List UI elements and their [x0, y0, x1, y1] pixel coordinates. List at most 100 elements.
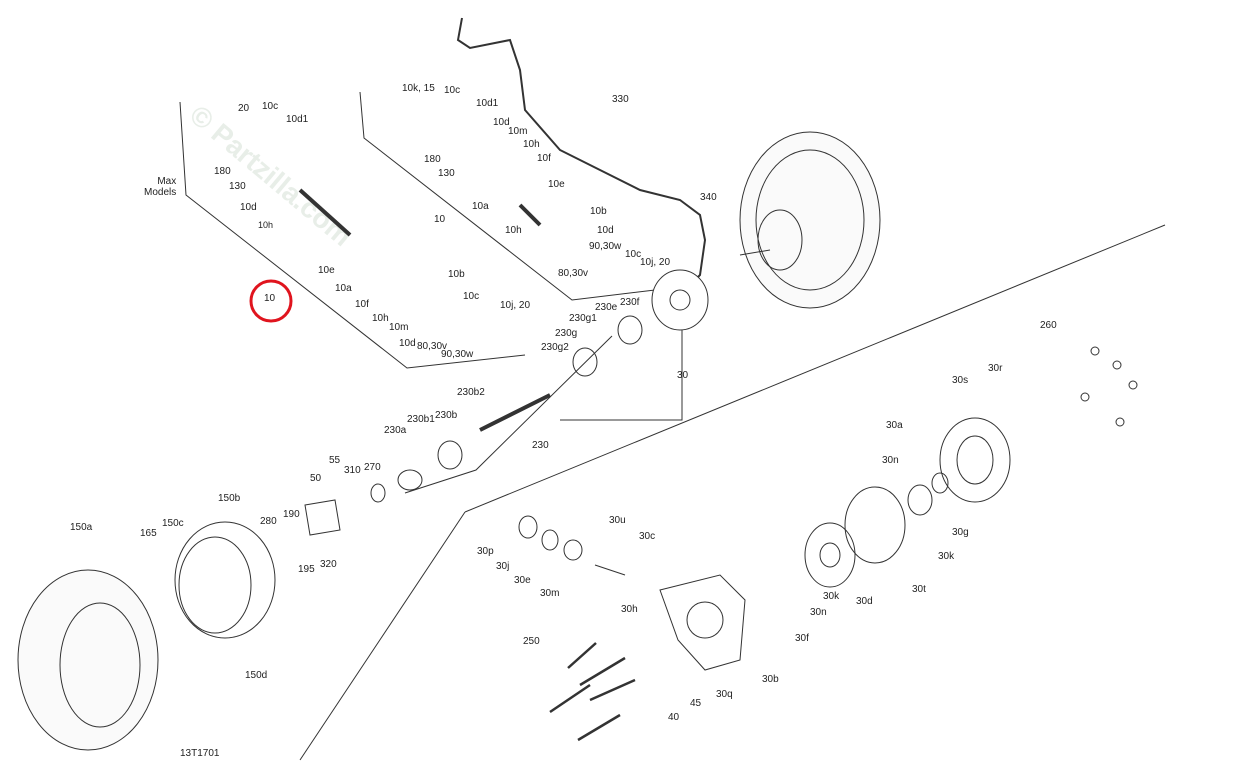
part-label[interactable]: 30 — [677, 370, 689, 381]
part-label[interactable]: 230g2 — [541, 342, 569, 353]
part-label[interactable]: 250 — [523, 636, 540, 647]
part-label[interactable]: 10c — [262, 101, 279, 112]
part-label[interactable]: 30b — [762, 674, 779, 685]
part-label[interactable]: 10e — [548, 179, 565, 190]
part-label[interactable]: 30f — [795, 633, 809, 644]
axle-boundary-line — [404, 335, 613, 494]
part-label[interactable]: 230f — [620, 297, 640, 308]
part-label[interactable]: 10d1 — [286, 114, 309, 125]
part-label[interactable]: 30c — [639, 531, 656, 542]
part-label[interactable]: 340 — [700, 192, 717, 203]
ring-gear-30d — [804, 522, 856, 588]
part-label[interactable]: 10f — [355, 299, 369, 310]
bearing-30e — [563, 539, 583, 561]
part-label[interactable]: 10d1 — [476, 98, 499, 109]
part-label[interactable]: 190 — [283, 509, 300, 520]
part-label[interactable]: 230b2 — [457, 387, 485, 398]
part-label[interactable]: 10c — [444, 85, 461, 96]
part-label[interactable]: 30s — [952, 375, 969, 386]
note-line: Max — [157, 176, 177, 187]
part-label[interactable]: 230g — [555, 328, 578, 339]
part-label[interactable]: 230b — [435, 410, 458, 421]
part-label[interactable]: 80,30v — [558, 268, 589, 279]
part-label[interactable]: 10m — [508, 126, 528, 137]
part-label[interactable]: 50 — [310, 473, 322, 484]
part-label[interactable]: 10d — [493, 117, 510, 128]
part-label[interactable]: 90,30w — [589, 241, 622, 252]
part-label[interactable]: 30e — [514, 575, 531, 586]
part-label[interactable]: 20 — [238, 103, 250, 114]
hub-50 — [304, 499, 341, 536]
part-label[interactable]: 30j — [496, 561, 510, 572]
part-label[interactable]: 10j, 20 — [500, 300, 531, 311]
part-label[interactable]: 30a — [886, 420, 903, 431]
part-label[interactable]: 10h — [505, 225, 522, 236]
part-label[interactable]: 10c — [463, 291, 480, 302]
part-label[interactable]: 40 — [668, 712, 680, 723]
part-label[interactable]: 30q — [716, 689, 733, 700]
part-label[interactable]: 230e — [595, 302, 618, 313]
highlighted-part-label[interactable]: 10 — [264, 293, 276, 304]
left-tire-150a — [17, 569, 159, 751]
part-label[interactable]: 10h — [372, 313, 389, 324]
part-label[interactable]: 55 — [329, 455, 341, 466]
part-label[interactable]: 90,30w — [441, 349, 474, 360]
part-label[interactable]: 165 — [140, 528, 157, 539]
part-label[interactable]: 230 — [532, 440, 549, 451]
part-label[interactable]: 10d — [399, 338, 416, 349]
part-label[interactable]: 10d — [240, 202, 257, 213]
part-label[interactable]: 150a — [70, 522, 93, 533]
part-label[interactable]: 30r — [988, 363, 1003, 374]
part-label[interactable]: 30d — [856, 596, 873, 607]
part-label[interactable]: 150c — [162, 518, 184, 529]
part-label[interactable]: 10h — [523, 139, 540, 150]
part-label[interactable]: 195 — [298, 564, 315, 575]
part-label[interactable]: 280 — [260, 516, 277, 527]
part-label[interactable]: 260 — [1040, 320, 1057, 331]
part-label[interactable]: 230g1 — [569, 313, 597, 324]
part-label[interactable]: 45 — [690, 698, 702, 709]
part-label[interactable]: 10d — [597, 225, 614, 236]
nuts-260 — [1080, 346, 1138, 427]
part-label[interactable]: 10e — [318, 265, 335, 276]
part-label[interactable]: 30h — [621, 604, 638, 615]
part-label[interactable]: 10b — [448, 269, 465, 280]
part-label[interactable]: 30n — [810, 607, 827, 618]
part-label[interactable]: 30k — [938, 551, 955, 562]
part-label[interactable]: 30t — [912, 584, 926, 595]
part-label[interactable]: 30m — [540, 588, 560, 599]
divider-line-2 — [464, 224, 1166, 513]
part-label[interactable]: 80,30v — [417, 341, 448, 352]
part-label[interactable]: 10c — [625, 249, 642, 260]
part-label[interactable]: 10a — [335, 283, 352, 294]
part-label[interactable]: 130 — [438, 168, 455, 179]
part-label[interactable]: 230b1 — [407, 414, 435, 425]
part-label[interactable]: 10h — [258, 220, 274, 230]
part-label[interactable]: 30g — [952, 527, 969, 538]
part-label[interactable]: 10k, 15 — [402, 83, 435, 94]
part-label[interactable]: 10b — [590, 206, 607, 217]
part-label[interactable]: 30k — [823, 591, 840, 602]
part-label[interactable]: 180 — [424, 154, 441, 165]
housing-30a — [939, 417, 1011, 503]
part-label[interactable]: 10 — [434, 214, 446, 225]
housing-30b — [659, 574, 746, 671]
part-label[interactable]: 130 — [229, 181, 246, 192]
part-label[interactable]: 30p — [477, 546, 494, 557]
part-label[interactable]: 30n — [882, 455, 899, 466]
part-label[interactable]: 10j, 20 — [640, 257, 671, 268]
part-label[interactable]: 180 — [214, 166, 231, 177]
part-label[interactable]: 30u — [609, 515, 626, 526]
part-label[interactable]: 150b — [218, 493, 241, 504]
part-label[interactable]: 310 — [344, 465, 361, 476]
part-label[interactable]: 270 — [364, 462, 381, 473]
part-label[interactable]: 10a — [472, 201, 489, 212]
part-label[interactable]: 320 — [320, 559, 337, 570]
part-label[interactable]: 230a — [384, 425, 407, 436]
part-label[interactable]: 150d — [245, 670, 268, 681]
part-label[interactable]: 10m — [389, 322, 409, 333]
part-label[interactable]: 10f — [537, 153, 551, 164]
part-label[interactable]: 330 — [612, 94, 629, 105]
